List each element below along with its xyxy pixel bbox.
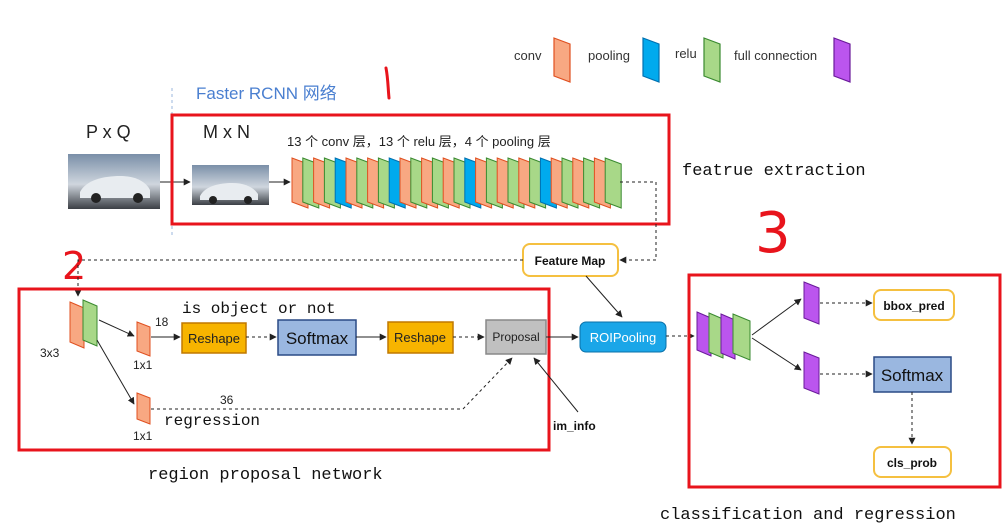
rpn-caption: region proposal network <box>148 466 383 485</box>
bbox-fc-layer <box>803 281 820 325</box>
rpn-cls-conv <box>136 321 151 357</box>
proposal-node <box>485 319 547 355</box>
backbone-layer-stack <box>291 157 622 209</box>
arrow-feature-map-to-roipooling <box>585 275 623 318</box>
head-softmax-label: Softmax <box>881 366 944 385</box>
feature-extraction-label: featrue extraction <box>682 162 866 181</box>
input-size-label: P x Q <box>86 122 131 142</box>
legend-pooling-label: pooling <box>588 48 630 63</box>
feature-map-label: Feature Map <box>535 254 606 268</box>
annotation-3: 3 <box>755 201 791 266</box>
rpn-conv-layer <box>69 301 85 349</box>
legend: conv pooling relu full connection <box>514 37 851 83</box>
reshape-node-1 <box>181 322 247 354</box>
head-fc-stack <box>696 311 751 361</box>
head-softmax-node <box>873 356 952 393</box>
annotation-2: 2 <box>62 244 86 288</box>
rpn-softmax-node <box>277 319 357 356</box>
rpn-reg-conv <box>136 392 151 425</box>
bbox-pred-node <box>873 289 955 321</box>
reshape-label-2: Reshape <box>394 330 446 345</box>
regression-label: regression <box>164 412 260 430</box>
resized-size-label: M x N <box>203 122 250 142</box>
backbone-layers-label: 13 个 conv 层，13 个 relu 层，4 个 pooling 层 <box>287 134 551 149</box>
rpn-relu-layer <box>82 299 98 347</box>
resized-car-image <box>192 165 269 205</box>
legend-conv-swatch <box>553 37 571 83</box>
arrow-rpn-to-cls-conv <box>98 319 135 337</box>
rpn-cls-channels-label: 18 <box>155 315 169 329</box>
legend-relu-swatch <box>703 37 721 83</box>
is-object-label: is object or not <box>182 300 336 318</box>
im-info-label: im_info <box>553 419 596 433</box>
bbox-pred-label: bbox_pred <box>883 299 944 313</box>
legend-pooling-swatch <box>642 37 660 83</box>
arrow-backbone-to-feature-map <box>619 181 657 264</box>
arrow-feature-map-to-rpn <box>74 259 523 297</box>
arrow-reg-to-proposal <box>151 357 513 410</box>
cls-prob-node <box>873 446 952 478</box>
rpn-cls-kernel-label: 1x1 <box>133 358 153 372</box>
classification-caption: classification and regression <box>660 506 956 525</box>
classification-box <box>687 273 1002 489</box>
proposal-label: Proposal <box>492 330 539 344</box>
rpn-conv-kernel-label: 3x3 <box>40 346 60 360</box>
arrow-im-info-to-proposal <box>533 357 579 413</box>
input-car-image <box>68 154 160 209</box>
arrow-rpn-to-reg-conv <box>96 339 135 405</box>
legend-conv-label: conv <box>514 48 542 63</box>
diagram-title: Faster RCNN 网络 <box>196 84 337 103</box>
legend-fc-label: full connection <box>734 48 817 63</box>
cls-prob-label: cls_prob <box>887 456 937 470</box>
roipooling-label: ROIPooling <box>590 330 656 345</box>
backbone-relu-layer <box>604 157 622 209</box>
feature-extraction-box <box>170 113 671 226</box>
rpn-reg-channels-label: 36 <box>220 393 234 407</box>
cls-fc-layer <box>803 351 820 395</box>
rpn-softmax-label: Softmax <box>286 329 349 348</box>
rpn-reg-kernel-label: 1x1 <box>133 429 153 443</box>
arrow-head-to-cls-fc <box>751 337 802 371</box>
roipooling-node <box>579 321 667 353</box>
annotation-1-stroke <box>384 66 391 100</box>
legend-fc-swatch <box>833 37 851 83</box>
rpn-box <box>17 287 551 452</box>
arrow-head-to-bbox-fc <box>751 298 802 336</box>
legend-relu-label: relu <box>675 46 697 61</box>
reshape-label-1: Reshape <box>188 331 240 346</box>
